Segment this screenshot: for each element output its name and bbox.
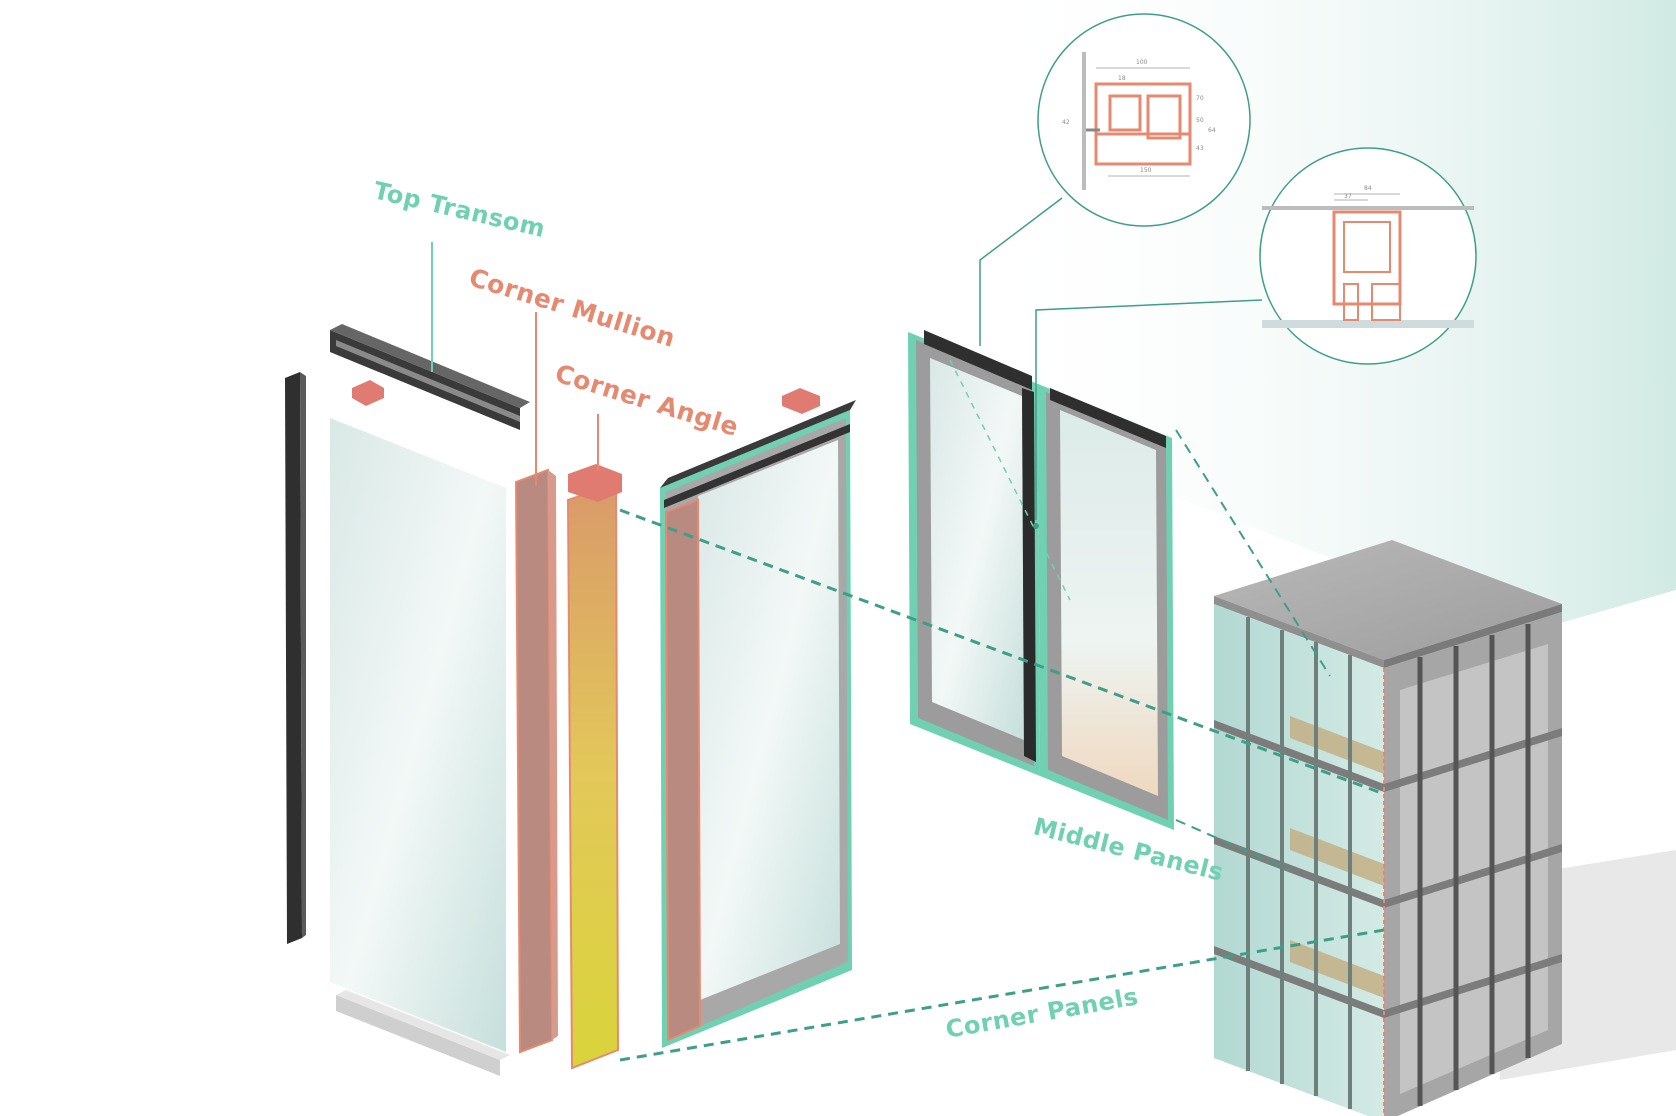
small-bracket-1	[352, 380, 384, 406]
detail-a-dim-7: 43	[1196, 145, 1204, 152]
small-bracket-2	[782, 388, 820, 414]
leader-lines	[431, 197, 1385, 1062]
bottom-sill	[336, 990, 510, 1076]
building-model	[1214, 540, 1562, 1116]
middle-panel-right	[1038, 384, 1174, 830]
detail-circle-b: 84 37	[1259, 147, 1477, 365]
dark-mullion-profile	[285, 372, 306, 944]
middle-panel-left	[908, 330, 1040, 776]
top-transom-bar	[330, 324, 530, 430]
detail-a-dim-3: 70	[1196, 95, 1204, 102]
detail-a-dim-1: 100	[1136, 59, 1148, 66]
detail-a-dim-8: 150	[1140, 167, 1152, 174]
detail-circle-a: 100 18 70 50 42 64 43 150	[1037, 13, 1251, 227]
corner-mullion-piece	[514, 468, 558, 1054]
detail-a-dim-5: 42	[1062, 119, 1070, 126]
detail-a-dim-2: 18	[1118, 75, 1126, 82]
left-glass-pane	[330, 418, 506, 1052]
detail-b-dim-1: 84	[1364, 185, 1372, 192]
detail-a-dim-6: 64	[1208, 127, 1216, 134]
detail-a-dim-4: 50	[1196, 117, 1204, 124]
corner-panel-frame	[660, 400, 856, 1048]
corner-angle-piece	[566, 464, 622, 1070]
detail-b-dim-2: 37	[1344, 193, 1352, 200]
